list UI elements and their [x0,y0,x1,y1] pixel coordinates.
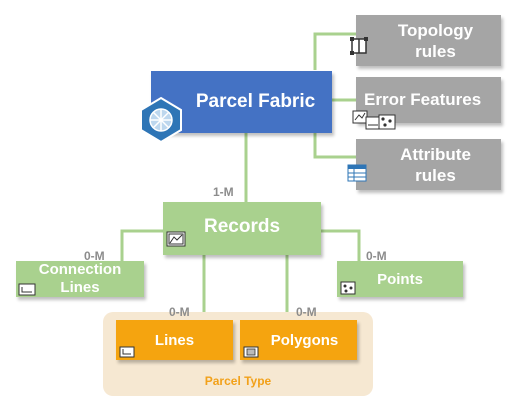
cardinality-records-points: 0-M [366,249,387,263]
lines-box: Lines [116,320,233,360]
line-icon [119,346,135,358]
records-label: Records [203,216,281,237]
attribute-table-icon [347,164,367,182]
polygons-label: Polygons [270,331,339,349]
attribute-rules-label: Attribute rules [400,144,471,185]
polygons-box: Polygons [240,320,357,360]
records-box: Records [163,202,321,255]
connection-lines-box: Connection Lines [16,261,144,297]
cardinality-records-lines: 0-M [169,305,190,319]
attribute-rules-box: Attribute rules [356,139,501,190]
points-box: Points [337,261,463,297]
parcel-fabric-label: Parcel Fabric [195,91,316,112]
connection-lines-label: Connection Lines [38,261,122,296]
error-features-icon [352,110,396,130]
line-icon [18,283,36,296]
fabric-icon [140,96,182,144]
points-label: Points [377,270,423,288]
cardinality-records-polygons: 0-M [296,305,317,319]
cardinality-records-connection-lines: 0-M [84,249,105,263]
error-features-label: Error Features [364,90,482,109]
record-icon [166,231,186,247]
topology-rules-label: Topology rules [397,20,474,61]
lines-label: Lines [154,331,195,349]
point-icon [340,281,356,295]
topology-icon [350,37,368,55]
polygon-icon [243,346,259,358]
topology-rules-box: Topology rules [356,15,501,66]
parcel-type-label: Parcel Type [204,374,272,388]
cardinality-fabric-records: 1-M [213,185,234,199]
